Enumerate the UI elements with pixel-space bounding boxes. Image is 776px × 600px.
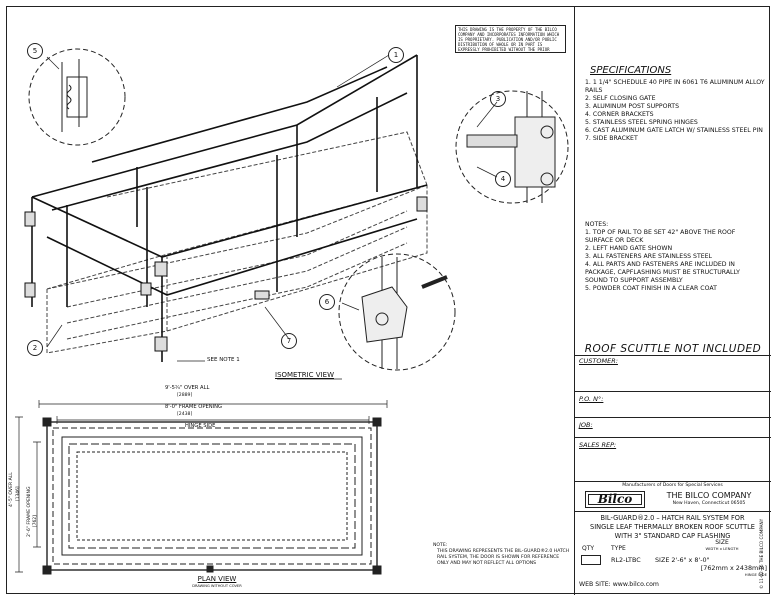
frame-width-dim: 2'-6" FRAME OPENING — [27, 486, 32, 537]
size-metric: [762mm x 2438mm] — [700, 564, 767, 572]
plan-note-title: NOTE: — [433, 543, 448, 548]
company-address: New Haven, Connecticut 06505 — [672, 501, 746, 506]
callout-1: 1 — [388, 47, 404, 63]
note-item: 2. LEFT HAND GATE SHOWN — [585, 245, 673, 252]
detail-circle-5 — [28, 48, 126, 146]
size-subheader: WIDTH x LENGTH — [705, 546, 739, 551]
spec-item: 2. SELF CLOSING GATE — [585, 95, 656, 102]
plan-view-title: PLAN VIEW — [197, 575, 237, 583]
roof-scuttle-note: ROOF SCUTTLE NOT INCLUDED — [584, 343, 762, 355]
note-item: 1. TOP OF RAIL TO BE SET 42" ABOVE THE R… — [585, 229, 736, 244]
plan-corner-posts — [42, 417, 382, 575]
detail-circle-3-4 — [455, 90, 569, 204]
callout-3: 3 — [490, 91, 506, 107]
overall-width-dim-mm: [1346] — [16, 486, 21, 501]
spec-item: 3. ALUMINUM POST SUPPORTS — [585, 103, 680, 110]
callout-leaders — [46, 54, 498, 380]
note-item: 4. ALL PARTS AND FASTENERS ARE INCLUDED … — [585, 261, 740, 284]
po-number-label: P.O. N°: — [579, 395, 604, 403]
bilco-logo-text: Bilco — [597, 492, 633, 506]
frame-length-dim-mm: [2438] — [177, 412, 193, 417]
overall-width-dim: 4'-5" OVER ALL — [9, 472, 14, 507]
overall-length-dim: 9'-5¾" OVER ALL — [165, 385, 210, 391]
customer-label: CUSTOMER: — [579, 357, 618, 365]
callout-4: 4 — [495, 171, 511, 187]
type-value: RL2-LTBC — [611, 556, 641, 564]
plan-view-drawing — [15, 400, 388, 575]
spec-item: 4. CORNER BRACKETS — [585, 111, 654, 118]
see-note-label: SEE NOTE 1 — [207, 357, 240, 363]
spec-item: 5. STAINLESS STEEL SPRING HINGES — [585, 119, 698, 126]
product-line-3: WITH 3" STANDARD CAP FLASHING — [614, 532, 731, 540]
sales-rep-label: SALES REP: — [579, 441, 617, 449]
qty-input-box — [581, 555, 601, 565]
overall-length-dim-mm: [2889] — [177, 393, 193, 398]
proprietary-notice-box: THIS DRAWING IS THE PROPERTY OF THE BILC… — [455, 25, 566, 53]
frame-length-dim: 8'-0" FRAME OPENING — [165, 404, 223, 410]
isometric-view-title: ISOMETRIC VIEW — [275, 371, 334, 379]
detail-circle-6 — [338, 253, 456, 371]
callout-5: 5 — [27, 43, 43, 59]
spec-item: 6. CAST ALUMINUM GATE LATCH W/ STAINLESS… — [585, 127, 763, 134]
note-item: 3. ALL FASTENERS ARE STAINLESS STEEL — [585, 253, 713, 260]
company-tagline: Manufacturers of Doors for Special Servi… — [622, 483, 723, 488]
product-line-2: SINGLE LEAF THERMALLY BROKEN ROOF SCUTTL… — [590, 523, 755, 531]
bilco-logo: Bilco — [585, 491, 645, 508]
product-description: BIL-GUARD®2.0 – HATCH RAIL SYSTEM FOR SI… — [574, 514, 771, 541]
qty-header: QTY — [582, 545, 595, 552]
proprietary-notice: THIS DRAWING IS THE PROPERTY OF THE BILC… — [458, 27, 560, 52]
corner-brackets — [24, 196, 428, 352]
callout-2: 2 — [27, 340, 43, 356]
spec-item: 7. SIDE BRACKET — [585, 135, 638, 142]
drawing-sheet: THIS DRAWING IS THE PROPERTY OF THE BILC… — [6, 6, 771, 595]
isometric-view-drawing — [24, 48, 569, 380]
table-hinge-side: HINGE SIDE — [744, 572, 767, 577]
notes-title: NOTES: — [585, 221, 609, 228]
callout-6: 6 — [319, 294, 335, 310]
notes-list: 1. TOP OF RAIL TO BE SET 42" ABOVE THE R… — [585, 229, 763, 293]
size-header: SIZE — [715, 539, 729, 546]
website: WEB SITE: www.bilco.com — [579, 581, 659, 588]
type-header: TYPE — [611, 545, 626, 552]
size-value: SIZE 2'-6" x 8'-0" — [655, 556, 710, 564]
product-line-1: BIL-GUARD®2.0 – HATCH RAIL SYSTEM FOR — [600, 514, 745, 522]
plan-view-subtitle: DRAWING WITHOUT COVER — [192, 584, 242, 588]
title-block-divider — [574, 7, 575, 595]
plan-note-text: THIS DRAWING REPRESENTS THE BIL-GUARD®2.… — [437, 549, 570, 566]
note-item: 5. POWDER COAT FINISH IN A CLEAR COAT — [585, 285, 717, 292]
plan-hinge-side: HINGE SIDE — [185, 423, 216, 429]
copyright: © 11-02-16 THE BILCO COMPANY — [759, 518, 764, 589]
callout-7: 7 — [281, 333, 297, 349]
job-label: JOB: — [579, 421, 593, 429]
specifications-list: 1. 1 1/4" SCHEDULE 40 PIPE IN 6061 T6 AL… — [585, 79, 765, 143]
company-name: THE BILCO COMPANY — [666, 491, 752, 500]
plan-note: NOTE: THIS DRAWING REPRESENTS THE BIL-GU… — [433, 543, 571, 567]
frame-width-dim-mm: [762] — [33, 515, 38, 527]
specifications-title: SPECIFICATIONS — [590, 65, 672, 76]
spec-item: 1. 1 1/4" SCHEDULE 40 PIPE IN 6061 T6 AL… — [585, 79, 765, 94]
